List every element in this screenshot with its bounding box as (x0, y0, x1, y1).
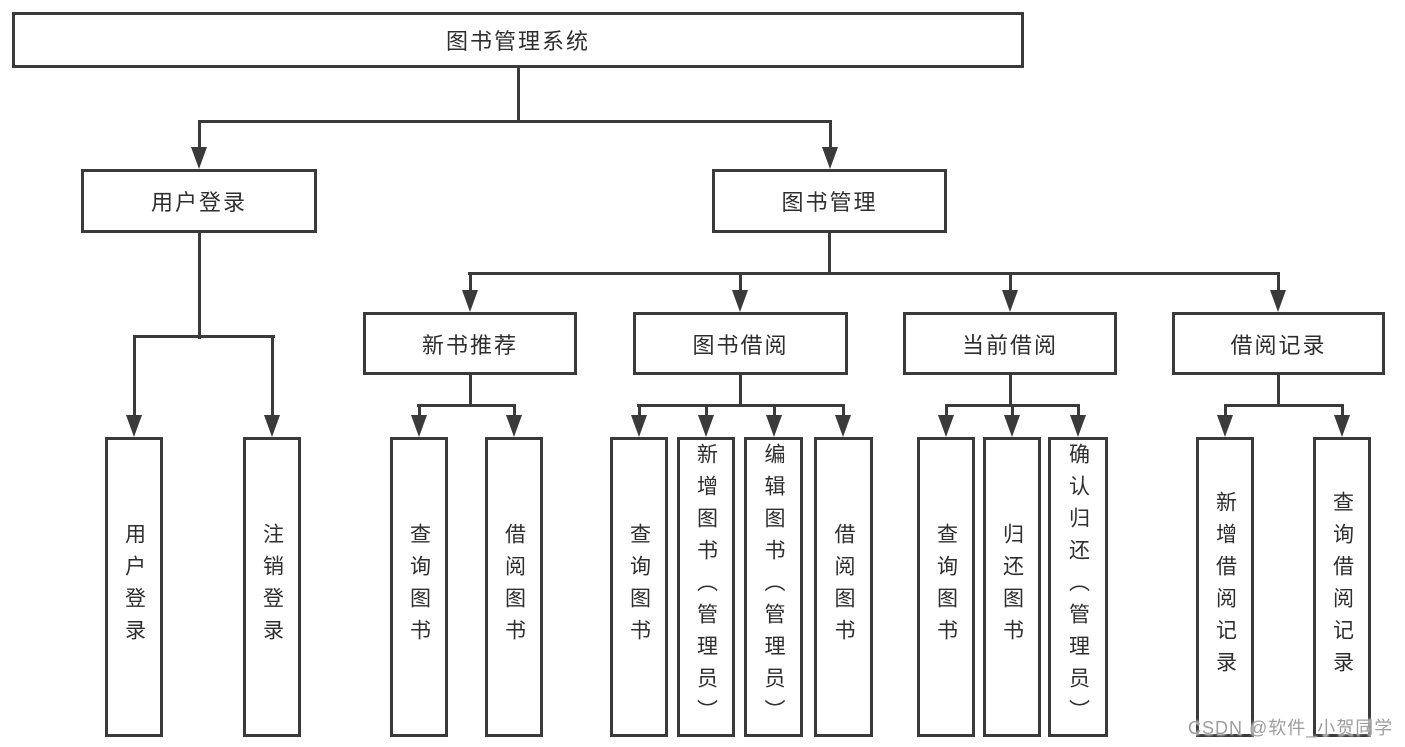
connector-line (469, 272, 472, 294)
arrow-down-icon (938, 415, 954, 437)
connector-line (198, 120, 831, 123)
leaf-add-book-admin: 新增图书（管理员） (677, 437, 735, 737)
leaf-confirm-return-admin: 确认归还（管理员） (1048, 437, 1108, 737)
arrow-down-icon (698, 415, 714, 437)
connector-line (739, 373, 742, 407)
leaf-borrow-book: 借阅图书 (814, 437, 873, 737)
connector-line (842, 404, 845, 420)
connector-line (1224, 404, 1344, 407)
node-root: 图书管理系统 (12, 12, 1024, 68)
arrow-down-icon (126, 415, 142, 437)
connector-line (469, 373, 472, 407)
arrow-down-icon (1002, 290, 1018, 312)
connector-line (517, 66, 520, 123)
connector-line (637, 404, 845, 407)
leaf-logout: 注销登录 (243, 437, 301, 737)
connector-line (739, 272, 742, 294)
connector-line (1009, 272, 1012, 294)
leaf-edit-book-admin: 编辑图书（管理员） (744, 437, 803, 737)
connector-line (513, 404, 516, 420)
connector-line (271, 335, 274, 420)
connector-line (418, 404, 421, 420)
connector-line (468, 272, 1280, 275)
node-user-login: 用户登录 (81, 169, 317, 233)
connector-line (1277, 272, 1280, 294)
leaf-user-login: 用户登录 (105, 437, 163, 737)
arrow-down-icon (822, 147, 838, 169)
connector-line (1011, 404, 1014, 420)
connector-line (1277, 373, 1280, 407)
leaf-query-book-current: 查询图书 (917, 437, 975, 737)
arrow-down-icon (1070, 415, 1086, 437)
connector-line (133, 335, 136, 420)
arrow-down-icon (191, 147, 207, 169)
connector-line (1009, 373, 1012, 407)
node-borrow-record: 借阅记录 (1172, 312, 1385, 375)
node-new-book-recommend: 新书推荐 (363, 312, 577, 375)
arrow-down-icon (766, 415, 782, 437)
leaf-query-book-borrow: 查询图书 (610, 437, 668, 737)
arrow-down-icon (835, 415, 851, 437)
connector-line (198, 231, 201, 339)
leaf-borrow-book-recommend: 借阅图书 (485, 437, 543, 737)
connector-line (828, 231, 831, 275)
connector-line (705, 404, 708, 420)
node-book-borrow: 图书借阅 (633, 312, 848, 375)
node-current-borrow: 当前借阅 (903, 312, 1117, 375)
connector-line (417, 404, 516, 407)
leaf-query-borrow-record: 查询借阅记录 (1313, 437, 1371, 737)
arrow-down-icon (631, 415, 647, 437)
arrow-down-icon (1217, 415, 1233, 437)
arrow-down-icon (506, 415, 522, 437)
arrow-down-icon (411, 415, 427, 437)
leaf-return-book: 归还图书 (983, 437, 1041, 737)
arrow-down-icon (1004, 415, 1020, 437)
arrow-down-icon (732, 290, 748, 312)
connector-line (829, 120, 832, 154)
arrow-down-icon (1334, 415, 1350, 437)
connector-line (1341, 404, 1344, 420)
connector-line (133, 335, 275, 338)
arrow-down-icon (462, 290, 478, 312)
connector-line (198, 120, 201, 154)
arrow-down-icon (1270, 290, 1286, 312)
node-book-management: 图书管理 (712, 169, 947, 233)
connector-line (638, 404, 641, 420)
connector-line (773, 404, 776, 420)
leaf-add-borrow-record: 新增借阅记录 (1196, 437, 1254, 737)
connector-line (1224, 404, 1227, 420)
leaf-query-book-recommend: 查询图书 (390, 437, 448, 737)
connector-line (945, 404, 948, 420)
connector-line (1077, 404, 1080, 420)
arrow-down-icon (264, 415, 280, 437)
